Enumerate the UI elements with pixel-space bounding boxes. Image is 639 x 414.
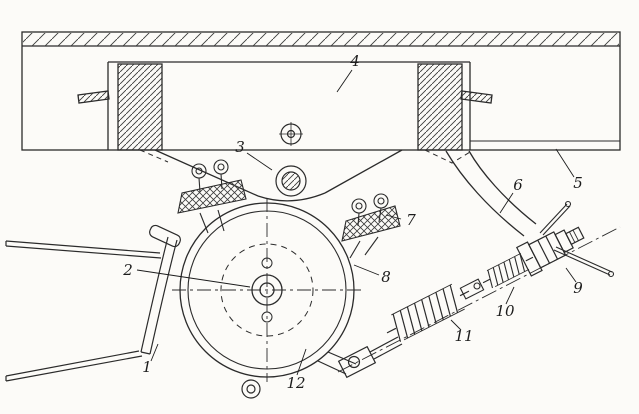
leader-line-9	[565, 267, 577, 283]
left-post	[117, 63, 163, 151]
spring-link	[459, 278, 485, 300]
part-label-10: 10	[495, 302, 515, 320]
leader-line-4	[336, 69, 353, 93]
frame-beam	[21, 31, 621, 202]
right-mount-bracket	[341, 193, 401, 259]
leader-line-6	[499, 192, 514, 214]
right-post	[417, 63, 463, 151]
small-spring	[482, 252, 534, 289]
tommy-bar	[539, 200, 615, 278]
hand-lever	[5, 224, 181, 382]
tension-axis-line	[337, 226, 621, 373]
large-spring	[386, 283, 470, 342]
leader-line-11	[450, 319, 462, 331]
part-label-6: 6	[513, 176, 523, 194]
part-label-11: 11	[454, 327, 473, 345]
leader-line-5	[555, 148, 575, 178]
drum	[172, 198, 362, 382]
left-mount-bracket	[177, 159, 247, 234]
part-label-8: 8	[381, 268, 391, 286]
leader-line-10	[505, 286, 515, 305]
part-label-3: 3	[235, 138, 245, 156]
leader-line-2	[136, 269, 251, 288]
adjuster-body	[515, 226, 585, 277]
bottom-bolt	[241, 379, 261, 399]
leader-line-8	[353, 264, 380, 276]
part-label-2: 2	[122, 261, 133, 279]
part-label-4: 4	[349, 52, 360, 70]
leader-line-1	[150, 343, 159, 362]
left-clip	[77, 90, 110, 104]
part-label-12: 12	[286, 374, 305, 392]
part-label-5: 5	[573, 174, 583, 192]
part-label-1: 1	[142, 358, 152, 376]
part-label-9: 9	[573, 279, 583, 297]
pivot-bolt-assembly	[275, 122, 307, 197]
band-clevis	[317, 336, 403, 379]
part-labels: 1 2 3 4 5 6 7 8 9 10 11 12	[122, 52, 583, 392]
part-label-7: 7	[406, 211, 416, 229]
leader-line-12	[296, 348, 307, 376]
leader-line-7	[385, 214, 402, 220]
right-clip	[460, 90, 493, 104]
leader-line-3	[246, 152, 273, 171]
leader-lines	[136, 69, 577, 376]
bell-crank-arm	[445, 150, 537, 237]
